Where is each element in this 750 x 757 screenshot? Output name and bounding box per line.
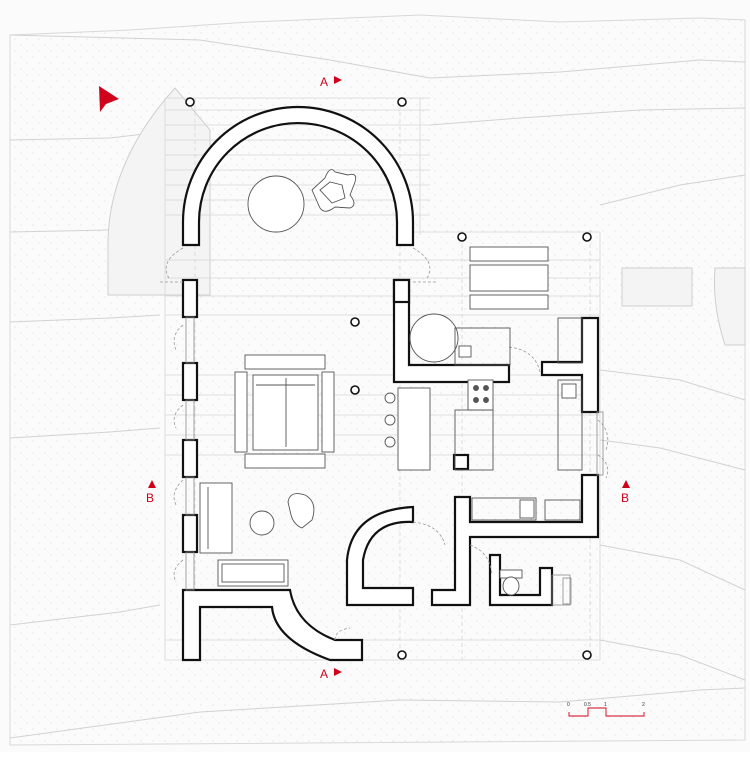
scale-label-0: 0 bbox=[567, 702, 570, 708]
wall-segment bbox=[430, 473, 600, 607]
bunk-bed bbox=[469, 294, 549, 310]
shower-tray bbox=[519, 499, 535, 519]
section-arrow-icon bbox=[334, 76, 342, 84]
wall-segment bbox=[392, 278, 411, 304]
column bbox=[350, 385, 360, 395]
column bbox=[582, 232, 592, 242]
section-label-b-right: B bbox=[621, 491, 629, 505]
furniture bbox=[199, 169, 583, 596]
scale-bar: 0 0.5 1 2 bbox=[567, 702, 645, 717]
side-table bbox=[249, 510, 275, 536]
section-arrow-icon bbox=[148, 480, 156, 488]
column bbox=[397, 650, 407, 660]
section-arrow-icon bbox=[622, 480, 630, 488]
section-label-a-bottom: A bbox=[320, 667, 328, 681]
kitchen-cabinet bbox=[454, 409, 494, 471]
shower bbox=[471, 497, 537, 521]
bunk-bed bbox=[469, 246, 549, 262]
scale-label-1: 1 bbox=[604, 702, 607, 708]
small-sink bbox=[458, 345, 472, 358]
column bbox=[457, 232, 467, 242]
section-markers: A A B B bbox=[146, 75, 630, 681]
cooktop bbox=[467, 379, 494, 411]
side-cabinet bbox=[321, 371, 335, 453]
kitchen-island bbox=[397, 387, 431, 471]
wall-segment bbox=[488, 553, 554, 607]
door-swings bbox=[160, 247, 609, 641]
round-table bbox=[247, 175, 305, 233]
wall-segment bbox=[181, 513, 199, 554]
counter bbox=[454, 327, 511, 366]
wall-segment bbox=[181, 361, 199, 402]
wall-segment bbox=[540, 316, 600, 414]
scale-label-0-5: 0.5 bbox=[584, 702, 591, 708]
wall-segment bbox=[452, 453, 470, 471]
walls bbox=[181, 105, 600, 662]
closet bbox=[557, 317, 583, 364]
wall-segment bbox=[181, 438, 199, 479]
sofa bbox=[252, 374, 319, 451]
sink bbox=[561, 383, 577, 399]
bar-stool bbox=[384, 436, 396, 448]
sofa-front bbox=[244, 453, 326, 469]
bar-stool bbox=[384, 392, 396, 404]
toilet-bowl bbox=[502, 576, 520, 596]
scale-label-2: 2 bbox=[642, 702, 645, 708]
wall-segment bbox=[181, 278, 199, 319]
stove-round bbox=[409, 313, 459, 363]
section-arrow-icon bbox=[334, 668, 342, 676]
wall-segment bbox=[181, 588, 364, 662]
column bbox=[397, 97, 407, 107]
curved-wall bbox=[345, 505, 415, 607]
armchair bbox=[199, 482, 233, 554]
bunk-bed bbox=[469, 264, 549, 292]
desk-chair bbox=[287, 493, 315, 529]
windows bbox=[185, 316, 604, 606]
side-cabinet bbox=[234, 371, 248, 453]
sink-counter bbox=[557, 379, 583, 471]
arched-wall bbox=[181, 105, 415, 247]
column bbox=[582, 650, 592, 660]
vanity bbox=[544, 499, 581, 521]
north-arrow-icon bbox=[99, 86, 119, 112]
column bbox=[350, 317, 360, 327]
bar-stool bbox=[384, 414, 396, 426]
lounge-chair bbox=[311, 169, 357, 212]
column bbox=[185, 97, 195, 107]
section-label-b-left: B bbox=[146, 491, 154, 505]
section-label-a-top: A bbox=[320, 75, 328, 89]
sofa-back bbox=[244, 354, 326, 370]
